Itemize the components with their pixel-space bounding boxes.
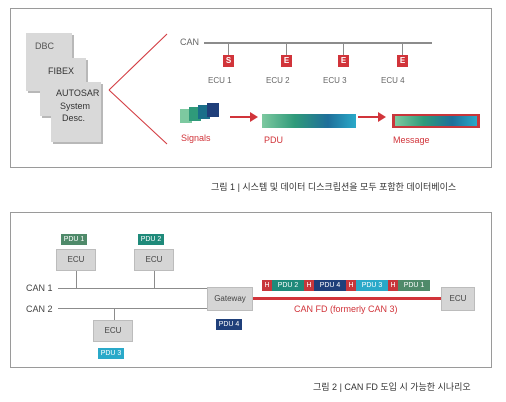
ecu4-label: ECU 4 [381, 76, 405, 85]
frame-header-2: H [304, 280, 314, 291]
ecu-box-can1-right: ECU [134, 249, 174, 271]
ecu1-drop [228, 43, 229, 55]
canfd-label: CAN FD (formerly CAN 3) [294, 304, 398, 314]
ecu-box-can1-left: ECU [56, 249, 96, 271]
frame-pdu-1: PDU 1 [398, 280, 430, 291]
frame-pdu-4: PDU 4 [314, 280, 346, 291]
ecu2-label: ECU 2 [266, 76, 290, 85]
frame-header-3: H [346, 280, 356, 291]
pdu1-tag: PDU 1 [61, 234, 87, 245]
ecu2-badge: E [281, 55, 292, 67]
pdu-bar [262, 114, 356, 128]
ecu2-drop [286, 43, 287, 55]
figure-2-caption: 그림 2 | CAN FD 도입 시 가능한 시나리오 [313, 382, 471, 392]
can-bus-line [204, 42, 432, 44]
figure-1-caption: 그림 1 | 시스템 및 데이터 디스크립션을 모두 포함한 데이터베이스 [211, 182, 457, 192]
ecu-box-canfd: ECU [441, 287, 475, 311]
pdu4-tag: PDU 4 [216, 319, 242, 330]
frame-header-4: H [388, 280, 398, 291]
autosar-label-2: System [60, 101, 91, 111]
autosar-document: AUTOSAR System Desc. [51, 82, 101, 142]
ecu-drop-2 [154, 271, 155, 288]
ecu-drop-1 [76, 271, 77, 288]
canfd-bus-line [253, 297, 441, 300]
ecu4-drop [402, 43, 403, 55]
message-label: Message [393, 135, 430, 145]
can1-label: CAN 1 [26, 283, 53, 293]
pdu2-tag: PDU 2 [138, 234, 164, 245]
canfd-frame: H PDU 2 H PDU 4 H PDU 3 H PDU 1 [262, 280, 430, 291]
frame-header-1: H [262, 280, 272, 291]
signals-label: Signals [181, 133, 211, 143]
pdu-label: PDU [264, 135, 284, 145]
can1-bus-line [58, 288, 208, 289]
ecu3-badge: E [338, 55, 349, 67]
ecu1-label: ECU 1 [208, 76, 232, 85]
bracket-lines [108, 33, 168, 145]
signals-icon [180, 103, 224, 125]
autosar-label-3: Desc. [62, 113, 86, 123]
pdu3-tag: PDU 3 [98, 348, 124, 359]
autosar-label-1: AUTOSAR [56, 88, 100, 98]
ecu1-badge: S [223, 55, 234, 67]
can-label: CAN [180, 37, 200, 47]
ecu4-badge: E [397, 55, 408, 67]
ecu3-label: ECU 3 [323, 76, 347, 85]
message-bar [392, 114, 480, 128]
frame-pdu-3: PDU 3 [356, 280, 388, 291]
ecu-box-can2: ECU [93, 320, 133, 342]
can2-bus-line [58, 308, 208, 309]
can2-label: CAN 2 [26, 304, 53, 314]
dbc-label: DBC [35, 41, 55, 51]
gateway-box: Gateway [207, 287, 253, 311]
frame-pdu-2: PDU 2 [272, 280, 304, 291]
ecu-drop-3 [114, 308, 115, 320]
ecu3-drop [343, 43, 344, 55]
arrow-right-icon [230, 112, 258, 122]
arrow-right-icon [358, 112, 386, 122]
fibex-label: FIBEX [48, 66, 75, 76]
